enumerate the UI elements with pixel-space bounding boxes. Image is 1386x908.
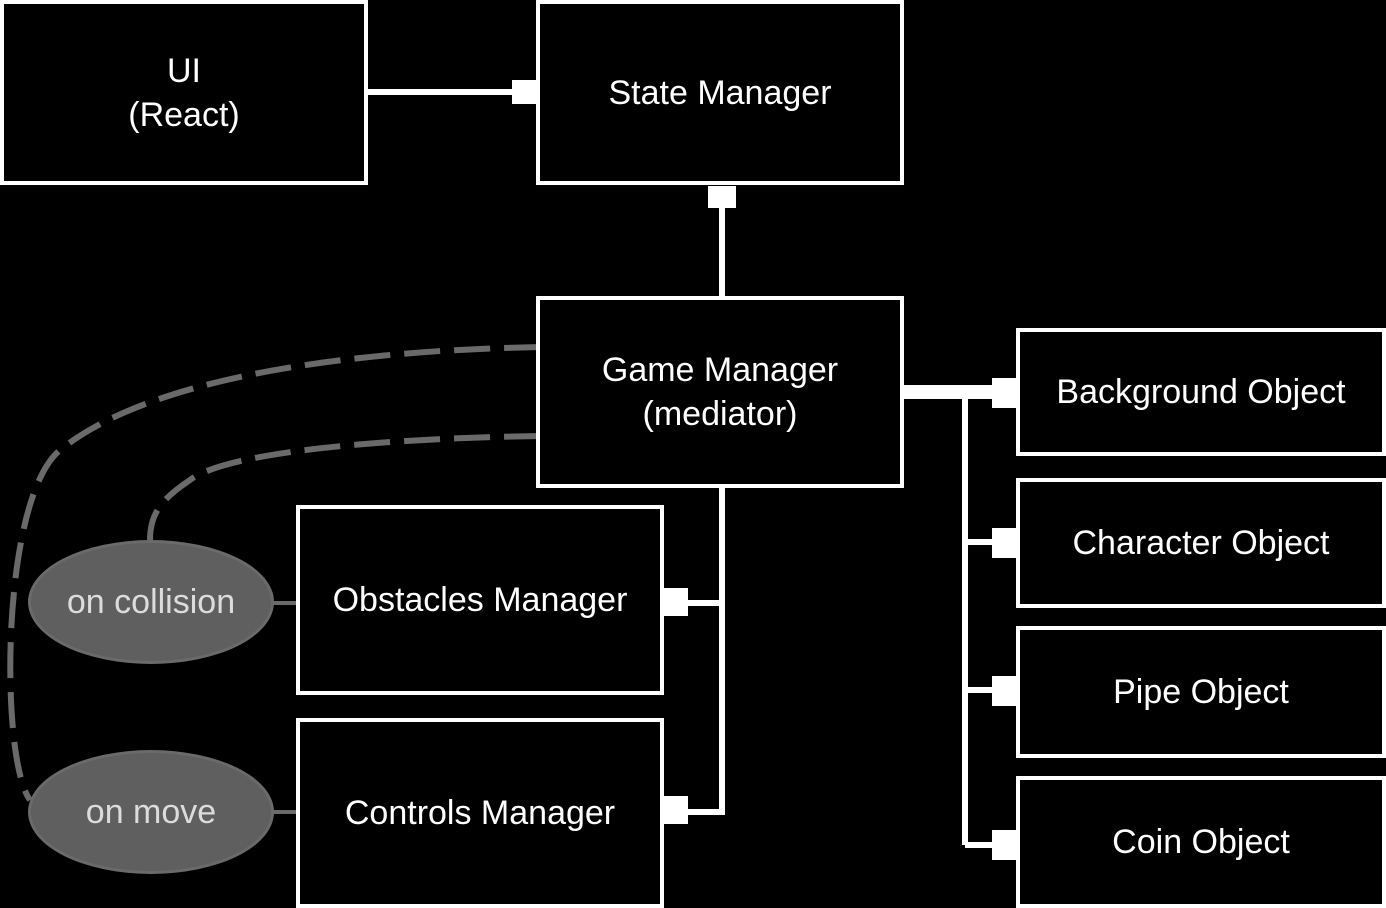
arrowhead-background-object: [992, 378, 1016, 408]
arrowhead-character-object: [992, 528, 1016, 558]
obstacles-manager-node: Obstacles Manager: [296, 505, 664, 695]
character-object-label: Character Object: [1072, 524, 1330, 562]
edge-on-move-to-game-manager: [7, 344, 541, 802]
arrowhead-coin-object: [992, 830, 1016, 860]
coin-object-label: Coin Object: [1112, 823, 1290, 861]
arrowhead-pipe-object: [992, 676, 1016, 706]
on-move-event: on move: [28, 750, 274, 874]
game-manager-subtitle: (mediator): [642, 395, 798, 433]
ui-node-title: UI: [167, 51, 201, 90]
game-manager-node: Game Manager (mediator): [536, 296, 904, 488]
pipe-object-node: Pipe Object: [1016, 626, 1386, 758]
background-object-label: Background Object: [1056, 373, 1346, 411]
on-collision-label: on collision: [66, 582, 236, 621]
ui-node-subtitle: (React): [128, 95, 240, 134]
on-move-label: on move: [85, 792, 217, 831]
state-manager-node: State Manager: [536, 0, 904, 185]
edge-on-collision-to-game-manager: [147, 433, 541, 541]
character-object-node: Character Object: [1016, 478, 1386, 608]
controls-manager-node: Controls Manager: [296, 718, 664, 908]
obstacles-manager-label: Obstacles Manager: [332, 581, 628, 619]
ui-node: UI (React): [0, 0, 368, 185]
arrowhead-state-manager-bottom: [708, 186, 736, 208]
arrowhead-state-manager-left: [512, 80, 536, 104]
coin-object-node: Coin Object: [1016, 776, 1386, 908]
game-manager-title: Game Manager: [601, 351, 839, 389]
controls-manager-label: Controls Manager: [344, 794, 616, 832]
on-collision-event: on collision: [28, 540, 274, 664]
pipe-object-label: Pipe Object: [1113, 673, 1289, 711]
background-object-node: Background Object: [1016, 328, 1386, 456]
arrowhead-obstacles-manager: [664, 588, 688, 616]
arrowhead-controls-manager: [664, 796, 688, 824]
state-manager-label: State Manager: [608, 73, 832, 112]
